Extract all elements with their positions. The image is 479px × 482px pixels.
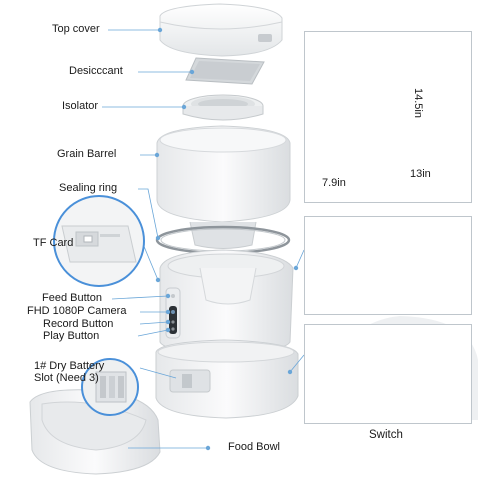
base-body-part: [159, 249, 294, 355]
label-play-button: Play Button: [43, 330, 100, 342]
label-isolator: Isolator: [62, 100, 99, 112]
leader-dots: [154, 27, 299, 451]
dimensions-panel: [304, 31, 472, 203]
camera-lens-panel: [304, 216, 472, 315]
lower-tray-part: [155, 339, 299, 419]
label-record-button: Record Button: [43, 318, 114, 330]
label-switch: Switch: [369, 429, 403, 441]
dimension-height: 14.5in: [412, 88, 424, 118]
label-camera: FHD 1080P Camera: [27, 305, 127, 317]
label-food-bowl: Food Bowl: [228, 441, 280, 453]
label-feed-button: Feed Button: [42, 292, 102, 304]
desiccant-part: [185, 57, 265, 85]
label-battery-line2: Slot (Need 3): [34, 372, 99, 384]
label-tf-card: TF Card: [33, 237, 74, 249]
leader-lines: [78, 29, 305, 449]
isolator-part: [182, 94, 264, 121]
top-cover-part: [159, 3, 283, 57]
switch-panel: [304, 324, 472, 424]
label-top-cover: Top cover: [52, 23, 100, 35]
label-desiccant: Desicccant: [69, 65, 123, 77]
dimension-depth: 13in: [410, 168, 431, 180]
tf-card-callout: [53, 195, 145, 287]
label-battery-line1: 1# Dry Battery: [34, 360, 105, 372]
battery-callout: [81, 358, 139, 416]
label-sealing-ring: Sealing ring: [59, 182, 118, 194]
label-grain-barrel: Grain Barrel: [57, 148, 117, 160]
dimension-width: 7.9in: [322, 177, 346, 189]
